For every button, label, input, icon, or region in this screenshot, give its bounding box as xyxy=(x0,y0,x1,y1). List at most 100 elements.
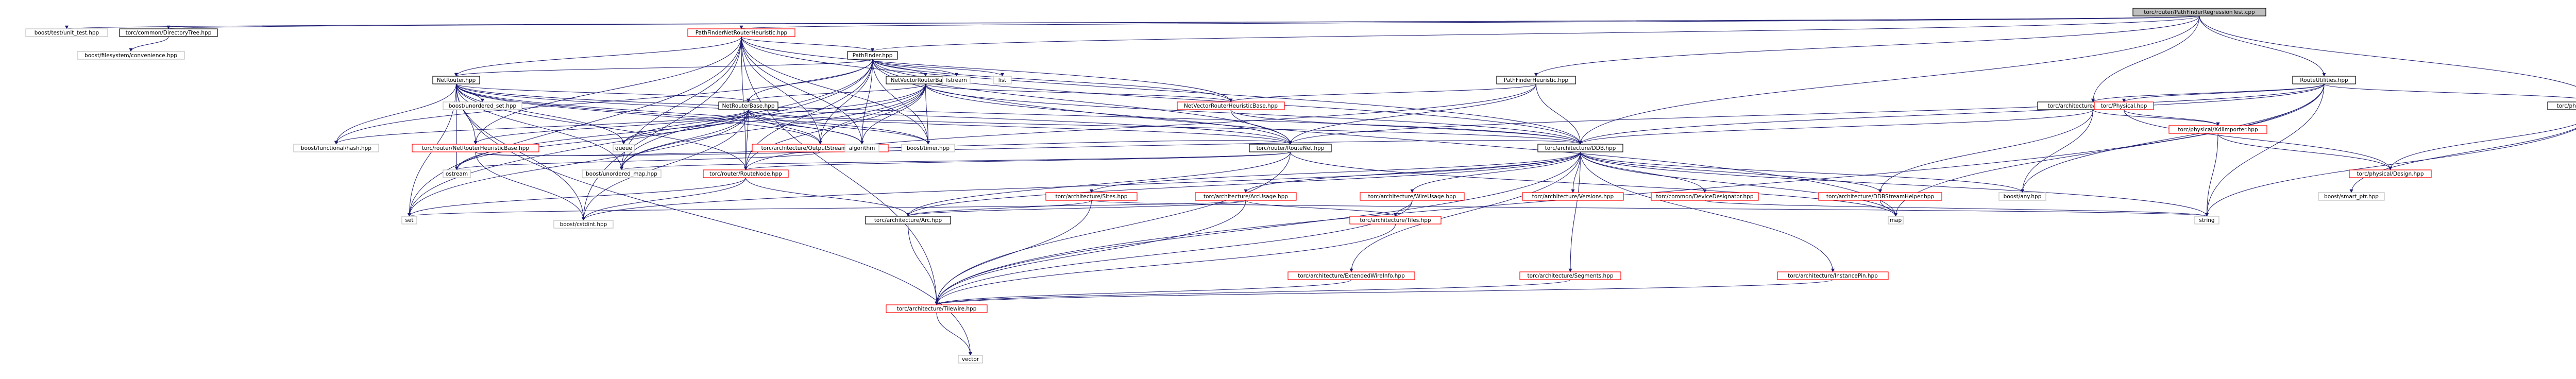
dependency-edge xyxy=(334,109,749,145)
graph-node-n34[interactable]: torc/common/DeviceDesignator.hpp xyxy=(1651,192,1759,201)
graph-node-n16[interactable]: NetRouterBase.hpp xyxy=(718,101,778,110)
graph-node-n46[interactable]: torc/architecture/Segments.hpp xyxy=(1519,271,1621,280)
graph-node-n10[interactable]: NetRouter.hpp xyxy=(432,76,480,84)
dependency-edge xyxy=(935,151,1291,305)
dependency-edge xyxy=(454,83,459,170)
dependency-edge xyxy=(455,83,926,170)
dependency-edge xyxy=(1704,200,2209,217)
graph-node-n35[interactable]: torc/architecture/DDBStreamHelper.hpp xyxy=(1818,192,1942,201)
dependency-edge xyxy=(872,59,958,77)
node-label: boost/filesystem/convenience.hpp xyxy=(84,53,177,59)
node-box xyxy=(613,144,635,152)
graph-node-n25[interactable]: torc/router/RouteNet.hpp xyxy=(1249,144,1332,152)
node-label: torc/architecture/Arc.hpp xyxy=(874,217,942,223)
node-label: boost/any.hpp xyxy=(2004,194,2042,200)
dependency-edge xyxy=(129,36,169,52)
graph-node-n26[interactable]: torc/architecture/DDB.hpp xyxy=(1537,144,1623,152)
node-box xyxy=(942,76,971,84)
graph-node-root[interactable]: torc/router/PathFinderRegressionTest.cpp xyxy=(2132,8,2266,16)
node-label: vector xyxy=(962,356,979,363)
dependency-edge xyxy=(1230,109,1292,145)
node-box xyxy=(1249,144,1332,152)
dependency-edge xyxy=(1289,83,2325,145)
graph-node-n31[interactable]: torc/architecture/ArcUsage.hpp xyxy=(1195,192,1297,201)
node-box xyxy=(901,144,955,152)
dependency-edge xyxy=(2349,128,2576,193)
graph-node-n2[interactable]: torc/common/DirectoryTree.hpp xyxy=(119,28,218,37)
node-label: algorithm xyxy=(849,145,875,151)
graph-node-n39: set xyxy=(401,216,417,225)
node-box xyxy=(1651,192,1759,201)
graph-node-n48[interactable]: torc/architecture/Tilewire.hpp xyxy=(886,304,988,313)
graph-node-n33[interactable]: torc/architecture/Versions.hpp xyxy=(1522,192,1624,201)
dependency-edge xyxy=(925,83,1582,145)
dependency-edge xyxy=(744,109,749,170)
node-label: torc/router/RouteNode.hpp xyxy=(709,171,782,177)
node-box xyxy=(1537,144,1623,152)
dependency-edge xyxy=(935,279,1352,305)
dependency-edge xyxy=(1580,151,2209,217)
dependency-edge xyxy=(1880,200,1897,217)
node-label: boost/unordered_map.hpp xyxy=(586,171,657,177)
dependency-edge xyxy=(1245,200,1397,217)
dependency-edge xyxy=(2093,109,2220,126)
node-label: torc/architecture/Sites.hpp xyxy=(1056,194,1128,200)
graph-node-n6[interactable]: PathFinderHeuristic.hpp xyxy=(1496,76,1576,84)
node-box xyxy=(2547,101,2576,110)
node-box xyxy=(1818,192,1942,201)
graph-node-n24: boost/timer.hpp xyxy=(901,144,955,152)
graph-node-n7[interactable]: RouteUtilities.hpp xyxy=(2292,76,2356,84)
node-box xyxy=(1998,192,2046,201)
graph-node-n40: boost/cstdint.hpp xyxy=(553,220,614,229)
dependency-edge xyxy=(2205,83,2325,217)
dependency-edge xyxy=(167,15,2200,29)
dependency-edge xyxy=(456,83,822,145)
dependency-edge xyxy=(1580,151,1897,217)
graph-node-n5[interactable]: PathFinder.hpp xyxy=(847,51,898,60)
dependency-edge xyxy=(2091,15,2200,102)
graph-node-n30[interactable]: torc/architecture/Sites.hpp xyxy=(1045,192,1138,201)
dependency-edge xyxy=(622,109,749,145)
dependency-edge xyxy=(906,200,1246,217)
dependency-edge xyxy=(935,200,1092,305)
graph-node-n13: list xyxy=(993,76,1012,84)
dependency-edge xyxy=(935,223,1396,305)
dependency-edge xyxy=(582,36,742,221)
graph-node-n42[interactable]: torc/architecture/Tiles.hpp xyxy=(1349,216,1442,225)
node-label: torc/physical/Design.hpp xyxy=(2357,171,2424,177)
graph-node-n32[interactable]: torc/architecture/WireUsage.hpp xyxy=(1360,192,1465,201)
dependency-edge xyxy=(1410,151,1581,193)
node-box xyxy=(703,169,789,178)
dependency-edge xyxy=(1290,151,1897,217)
dependency-edge xyxy=(1394,200,1413,217)
graph-node-n38[interactable]: torc/physical/Design.hpp xyxy=(2349,169,2432,178)
node-label: torc/physical/XdlExporter.hpp xyxy=(2557,103,2576,109)
graph-node-n44: string xyxy=(2194,216,2219,225)
graph-node-n29[interactable]: torc/router/RouteNode.hpp xyxy=(703,169,789,178)
graph-node-n4[interactable]: PathFinderNetRouterHeuristic.hpp xyxy=(687,28,795,37)
graph-node-n47[interactable]: torc/architecture/InstancePin.hpp xyxy=(1777,271,1889,280)
graph-node-n20[interactable]: torc/router/NetRouterHeuristicBase.hpp xyxy=(412,144,539,152)
node-box xyxy=(432,76,480,84)
dependency-edge xyxy=(871,15,2200,52)
graph-node-n45[interactable]: torc/architecture/ExtendedWireInfo.hpp xyxy=(1287,271,1415,280)
node-box xyxy=(958,355,983,364)
dependency-edge xyxy=(334,83,456,145)
dependency-edge xyxy=(860,59,873,145)
graph-node-n14[interactable]: torc/Physical.hpp xyxy=(2094,101,2154,110)
dependency-edge xyxy=(408,59,873,217)
node-box xyxy=(77,51,185,60)
graph-node-n17[interactable]: NetVectorRouterHeuristicBase.hpp xyxy=(1177,101,1285,110)
graph-node-n41[interactable]: torc/architecture/Arc.hpp xyxy=(865,216,951,225)
node-label: NetVectorRouterHeuristicBase.hpp xyxy=(1184,103,1278,109)
graph-node-n9[interactable]: torc/physical/XdlExporter.hpp xyxy=(2547,101,2576,110)
node-label: PathFinder.hpp xyxy=(853,53,893,59)
node-label: NetRouterBase.hpp xyxy=(722,103,774,109)
node-box xyxy=(401,216,417,225)
dependency-edge xyxy=(456,83,1582,145)
dependency-edge xyxy=(1894,83,2325,217)
node-box xyxy=(1177,101,1285,110)
dependency-edge xyxy=(455,151,821,170)
dependency-edge xyxy=(1534,15,2200,77)
graph-node-n18[interactable]: torc/physical/XdlImporter.hpp xyxy=(2168,125,2267,134)
